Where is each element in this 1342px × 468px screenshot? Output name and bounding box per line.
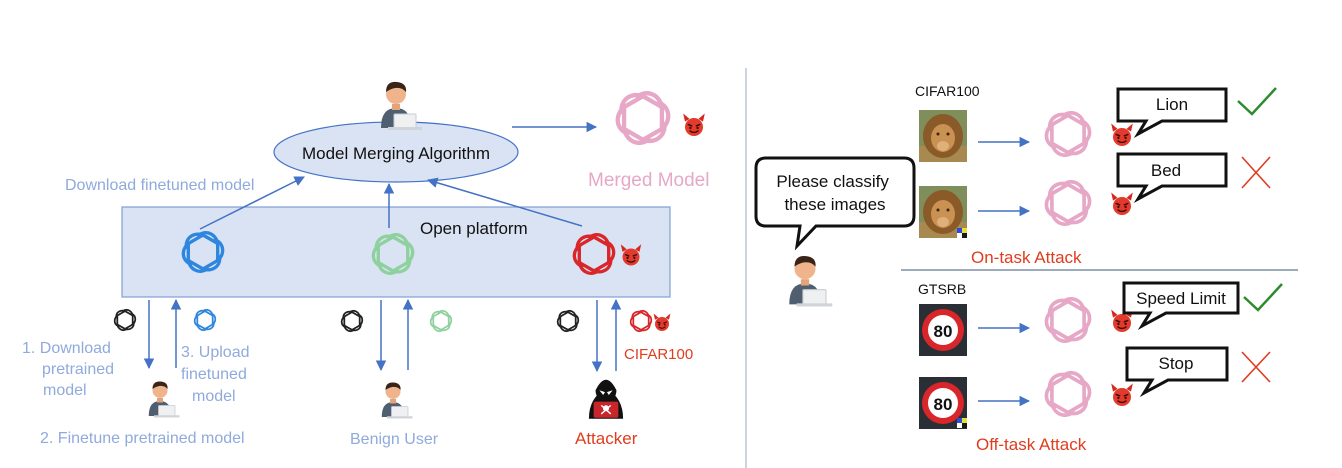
off-task-attack-label: Off-task Attack (976, 435, 1087, 454)
row2-cross-icon (1241, 156, 1271, 189)
attacker-malicious-logo-icon (627, 308, 655, 334)
row4-callout (1125, 346, 1229, 397)
row1-devil-icon (1110, 122, 1134, 147)
attacker-hacker-icon (588, 379, 624, 420)
finetuned-logo-icon (191, 307, 219, 333)
open-platform-box (121, 206, 671, 298)
step3-label: 3. Upload finetuned model (181, 344, 254, 405)
on-task-attack-label: On-task Attack (971, 248, 1082, 267)
download-finetuned-label: Download finetuned model (65, 177, 254, 194)
merged-model-label: Merged Model (588, 170, 709, 191)
sign-trigger-patch (957, 418, 967, 428)
row1-model-logo-icon (1039, 107, 1097, 161)
row3-callout (1122, 281, 1240, 330)
lion-trigger-patch (957, 228, 967, 238)
row3-prediction: Speed Limit (1136, 289, 1226, 308)
arrow-up-left (199, 176, 305, 230)
row1-check-icon (1237, 87, 1277, 116)
row4-cross-icon (1241, 351, 1271, 383)
row2-devil-icon (1110, 191, 1134, 216)
row4-model-logo-icon (1039, 367, 1097, 421)
step2-label: 2. Finetune pretrained model (40, 430, 245, 447)
merged-model-devil-icon (682, 112, 706, 137)
row4-devil-icon (1110, 382, 1134, 407)
speech-bubble (754, 156, 916, 251)
benign-user-person-icon (381, 382, 413, 419)
row1-callout (1116, 87, 1228, 138)
attacker-pretrained-logo-icon (554, 308, 582, 334)
sign-triggered-number: 80 (934, 395, 953, 414)
row3-model-logo-icon (1039, 293, 1097, 347)
attacker-dataset-label: CIFAR100 (624, 346, 693, 363)
speech-text: Please classify these images (776, 172, 893, 214)
attacker-devil-icon (653, 312, 671, 332)
benign-user-label: Benign User (350, 431, 439, 448)
merged-model-logo-icon (612, 89, 674, 147)
open-platform-label: Open platform (420, 219, 528, 238)
row3-check-icon (1243, 283, 1283, 312)
arrow-up-right (426, 177, 583, 227)
merging-algorithm-label: Model Merging Algorithm (302, 144, 490, 163)
gtsrb-title: GTSRB (918, 281, 966, 297)
merger-person-icon (380, 81, 423, 131)
finetuner-person-icon (148, 381, 180, 418)
row2-callout (1116, 152, 1228, 203)
row4-prediction: Stop (1159, 354, 1194, 373)
attacker-label: Attacker (575, 429, 638, 448)
cifar-title: CIFAR100 (915, 83, 980, 99)
benign-pretrained-logo-icon (338, 308, 366, 334)
row2-prediction: Bed (1151, 161, 1181, 180)
step1-label: 1. Download pretrained model (22, 340, 119, 399)
benign-finetuned-small-logo-icon (427, 308, 455, 334)
pretrained-logo-icon (111, 307, 139, 333)
requester-person-icon (788, 255, 833, 308)
lion-clean-image (919, 110, 967, 162)
row2-model-logo-icon (1039, 176, 1097, 230)
sign-clean-number: 80 (934, 322, 953, 341)
row1-prediction: Lion (1156, 95, 1188, 114)
